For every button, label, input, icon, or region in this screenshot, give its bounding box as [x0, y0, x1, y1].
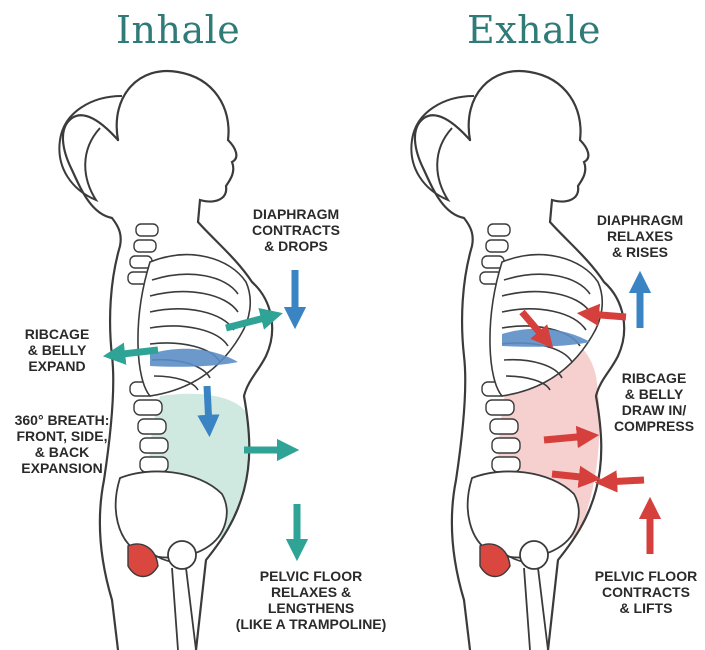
belly-compress-inner-arrow-1: [544, 436, 588, 440]
belly-compress-front-arrow: [606, 480, 644, 482]
diaphragm-down-arrow: [207, 386, 209, 426]
exhale-figure: [411, 71, 624, 650]
exhale-ribcage-label: RIBCAGE & BELLY DRAW IN/ COMPRESS: [606, 370, 702, 434]
exhale-diaphragm-label: DIAPHRAGM RELAXES & RISES: [586, 212, 694, 260]
belly-compress-inner-arrow-2: [552, 474, 590, 478]
exhale-pelvic-floor-label: PELVIC FLOOR CONTRACTS & LIFTS: [588, 568, 704, 616]
inhale-ribcage-label: RIBCAGE & BELLY EXPAND: [14, 326, 100, 374]
inhale-pelvic-floor-label: PELVIC FLOOR RELAXES & LENGTHENS (LIKE A…: [222, 568, 400, 632]
inhale-360-breath-label: 360° BREATH: FRONT, SIDE, & BACK EXPANSI…: [4, 412, 120, 476]
inhale-diaphragm-label: DIAPHRAGM CONTRACTS & DROPS: [242, 206, 350, 254]
ribcage-compress-front-arrow: [588, 314, 626, 317]
ribcage-expand-back-arrow: [114, 350, 158, 355]
